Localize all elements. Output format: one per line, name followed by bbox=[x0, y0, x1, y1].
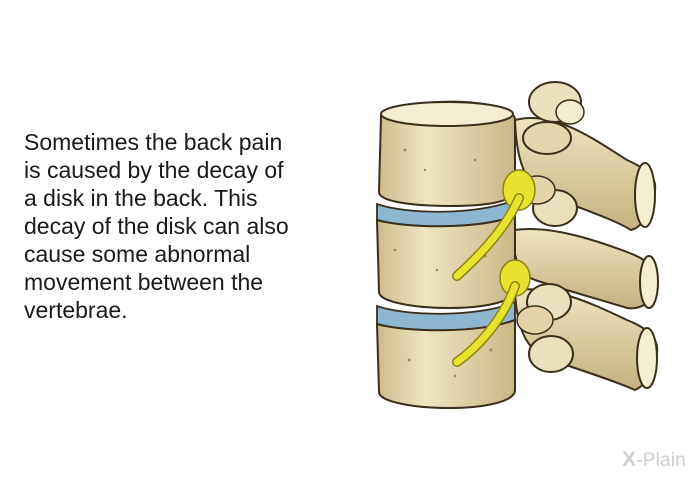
xplain-logo: X-Plain bbox=[622, 448, 686, 472]
transverse-process-middle bbox=[513, 228, 659, 310]
caption-text: Sometimes the back pain is caused by the… bbox=[24, 128, 360, 324]
bone-texture bbox=[393, 148, 493, 378]
caption-line: cause some abnormal bbox=[24, 241, 251, 267]
caption-line: decay of the disk can also bbox=[24, 213, 289, 239]
caption-line: Sometimes the back pain bbox=[24, 129, 283, 155]
nerve-roots bbox=[452, 169, 536, 367]
caption-line: a disk in the back. This bbox=[24, 185, 258, 211]
spine-illustration bbox=[375, 81, 659, 410]
caption-line: movement between the bbox=[24, 269, 264, 295]
logo-x: X bbox=[622, 448, 637, 471]
vertebral-body-bottom bbox=[375, 318, 516, 410]
logo-text: -Plain bbox=[636, 450, 686, 471]
facet-joints bbox=[516, 81, 585, 373]
caption-line: vertebrae. bbox=[24, 297, 128, 323]
caption-line: is caused by the decay of bbox=[24, 157, 284, 183]
vertebral-body-top bbox=[377, 100, 516, 208]
